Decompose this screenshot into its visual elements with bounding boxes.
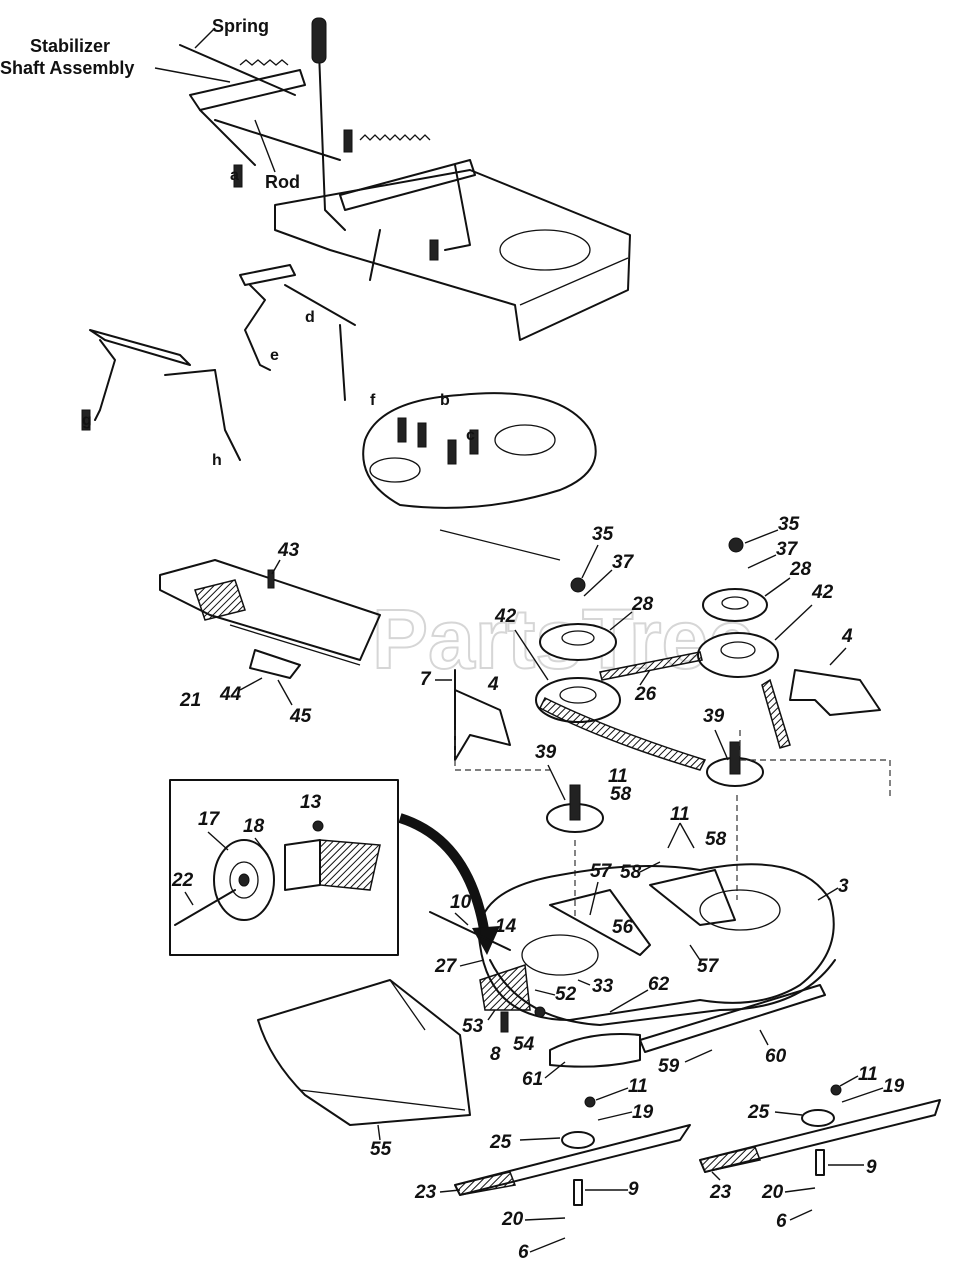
callout-53: 53: [462, 1016, 484, 1037]
idler-pulley-inset: [169, 779, 399, 956]
callout-37-right: 37: [776, 539, 799, 560]
callout-39-left: 39: [535, 742, 557, 763]
callout-22: 22: [171, 870, 194, 891]
callout-21: 21: [179, 690, 201, 711]
callout-39-right: 39: [703, 706, 725, 727]
callout-6-right: 6: [776, 1211, 787, 1232]
callout-43: 43: [277, 540, 300, 561]
callout-23-right: 23: [709, 1182, 732, 1203]
callout-9-right: 9: [866, 1157, 877, 1178]
callout-18: 18: [243, 816, 265, 837]
pulley-belt-assembly: [454, 537, 891, 920]
callout-6-left: 6: [518, 1242, 529, 1263]
callout-17: 17: [198, 809, 221, 830]
callout-28-left: 28: [631, 594, 654, 615]
letter-g: g: [82, 412, 92, 429]
callout-4-right: 4: [841, 626, 853, 647]
baffle-plate-part: [159, 559, 381, 679]
callout-35-left: 35: [592, 524, 614, 545]
blade-assembly-right: [698, 1099, 941, 1176]
callout-13: 13: [300, 792, 322, 813]
callout-55: 55: [370, 1139, 392, 1160]
callout-20-right: 20: [761, 1182, 784, 1203]
callout-28-right: 28: [789, 559, 812, 580]
letter-e: e: [270, 347, 279, 364]
letter-f: f: [370, 392, 376, 409]
discharge-chute-part: [257, 979, 471, 1126]
callout-11-mid: 11: [670, 804, 690, 825]
callout-54: 54: [513, 1034, 535, 1055]
part-callouts: 35 37 28 42 26 4 39 11 58 43 21 44 45 7 …: [171, 514, 905, 1263]
callout-25-right: 25: [747, 1102, 770, 1123]
letter-d: d: [305, 309, 315, 326]
callout-7: 7: [420, 669, 432, 690]
callout-35-right: 35: [778, 514, 800, 535]
callout-62: 62: [648, 974, 670, 995]
callout-20-left: 20: [501, 1209, 524, 1230]
callout-26: 26: [634, 684, 657, 705]
callout-4-left: 4: [487, 674, 499, 695]
callout-11-blade-right: 11: [858, 1064, 878, 1085]
label-shaft-assembly: Shaft Assembly: [0, 58, 134, 78]
callout-57-lower: 57: [697, 956, 720, 977]
callout-61: 61: [522, 1069, 543, 1090]
callout-58-lower: 58: [620, 862, 642, 883]
callout-3: 3: [838, 876, 849, 897]
callout-8: 8: [490, 1044, 501, 1065]
label-rod: Rod: [265, 172, 300, 192]
callout-27: 27: [434, 956, 458, 977]
letter-h: h: [212, 452, 222, 469]
callout-52: 52: [555, 984, 577, 1005]
letter-b: b: [440, 392, 450, 409]
callout-11-upper: 11: [608, 766, 628, 787]
callout-19-blade-right: 19: [883, 1076, 905, 1097]
letter-a: a: [230, 167, 239, 184]
letter-c: c: [466, 427, 475, 444]
callout-10: 10: [450, 892, 472, 913]
callout-11-blade-left: 11: [628, 1076, 648, 1097]
label-stabilizer: Stabilizer: [30, 36, 110, 56]
inset-pointer-arrow: [398, 813, 490, 936]
callout-45: 45: [289, 706, 312, 727]
callout-25-left: 25: [489, 1132, 512, 1153]
callout-58-mid: 58: [705, 829, 727, 850]
mower-deck-housing: [429, 863, 836, 1068]
callout-57-upper: 57: [590, 861, 613, 882]
callout-44: 44: [219, 684, 242, 705]
callout-59: 59: [658, 1056, 680, 1077]
callout-42-right: 42: [811, 582, 834, 603]
callout-14: 14: [495, 916, 517, 937]
label-spring: Spring: [212, 16, 269, 36]
callout-9-left: 9: [628, 1179, 639, 1200]
blade-assembly-left: [453, 1124, 691, 1206]
callout-42-left: 42: [494, 606, 517, 627]
callout-58-upper: 58: [610, 784, 632, 805]
callout-33: 33: [592, 976, 614, 997]
lift-linkage-assembly: e f g h c b d a: [81, 17, 631, 561]
callout-56: 56: [612, 917, 634, 938]
callout-60: 60: [765, 1046, 787, 1067]
callout-37-left: 37: [612, 552, 635, 573]
callout-23-left: 23: [414, 1182, 437, 1203]
callout-19-blade-left: 19: [632, 1102, 654, 1123]
